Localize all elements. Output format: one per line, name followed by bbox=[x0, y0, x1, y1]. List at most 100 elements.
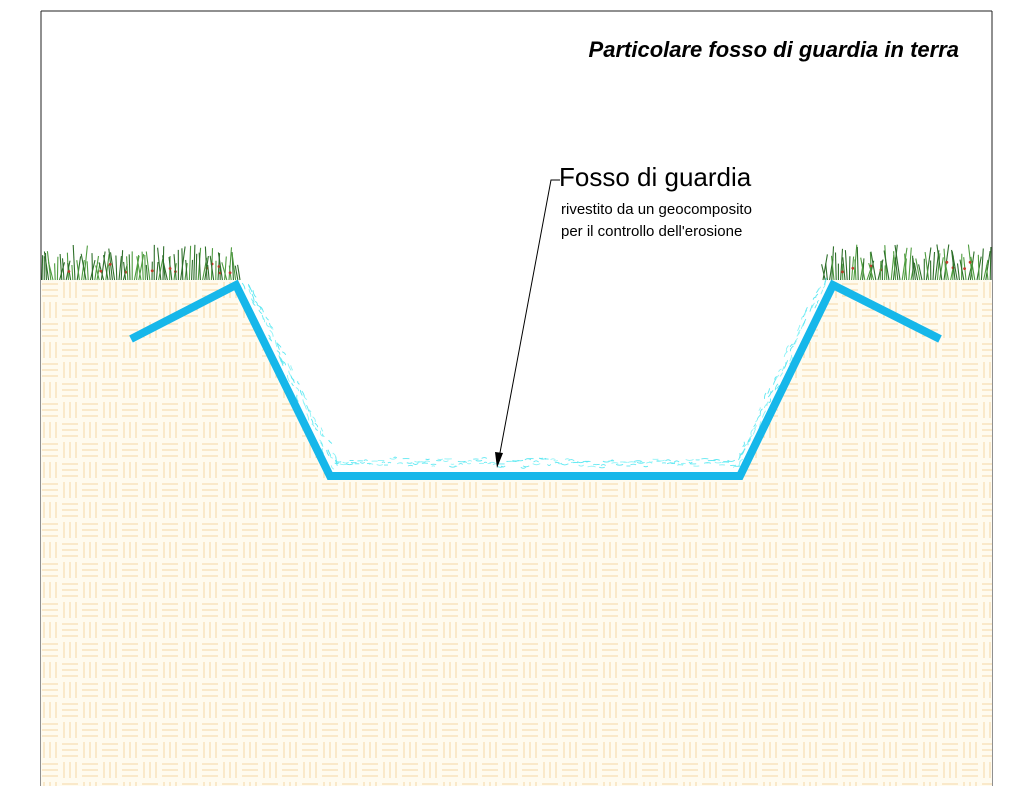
geocomposite-fiber bbox=[258, 309, 263, 314]
geocomposite-fiber bbox=[768, 398, 772, 404]
geocomposite-fiber bbox=[282, 360, 286, 366]
geocomposite-fiber bbox=[321, 448, 324, 454]
geocomposite-fiber bbox=[602, 460, 611, 463]
geocomposite-fiber bbox=[539, 457, 547, 460]
geocomposite-fiber bbox=[248, 289, 252, 295]
grass-flower bbox=[841, 270, 844, 274]
geocomposite-fiber bbox=[822, 281, 826, 289]
geocomposite-fiber bbox=[303, 396, 308, 400]
grass-blade bbox=[144, 254, 146, 281]
geocomposite-fiber bbox=[564, 458, 570, 460]
geocomposite-fiber bbox=[802, 318, 807, 326]
geocomposite-fiber bbox=[767, 388, 770, 394]
geocomposite-fiber bbox=[319, 430, 323, 437]
geocomposite-fiber bbox=[568, 459, 575, 462]
grass-blade bbox=[956, 263, 960, 281]
geocomposite-fiber bbox=[259, 306, 264, 313]
geocomposite-fiber bbox=[669, 462, 676, 464]
grass-blade bbox=[91, 253, 94, 281]
geocomposite-fiber bbox=[287, 363, 292, 371]
geocomposite-fiber bbox=[584, 460, 590, 463]
grass-blade bbox=[145, 251, 151, 281]
grass-blade bbox=[228, 247, 233, 281]
grass-flower bbox=[968, 260, 972, 264]
geocomposite-fiber bbox=[781, 366, 785, 372]
geocomposite-fiber bbox=[795, 337, 798, 343]
grass-blade bbox=[138, 253, 145, 281]
grass-blade bbox=[95, 265, 100, 281]
grass-blade bbox=[870, 251, 877, 281]
grass-blade bbox=[136, 255, 140, 281]
grass-blade bbox=[41, 255, 44, 281]
geocomposite-fiber bbox=[634, 460, 642, 462]
grass-blade bbox=[821, 264, 826, 281]
grass-blade bbox=[162, 255, 166, 281]
geocomposite-fiber bbox=[252, 290, 257, 298]
geocomposite-fiber bbox=[311, 423, 315, 427]
geocomposite-fiber bbox=[656, 459, 665, 462]
grass-blade bbox=[118, 256, 122, 281]
geocomposite-fiber bbox=[241, 282, 246, 290]
grass-blade bbox=[128, 254, 131, 281]
callout-arrowhead bbox=[495, 452, 503, 468]
geocomposite-fiber bbox=[511, 460, 519, 462]
geocomposite-fiber bbox=[665, 459, 671, 462]
geocomposite-fiber bbox=[297, 380, 300, 385]
grass-blade bbox=[840, 248, 844, 281]
geocomposite-fiber bbox=[550, 458, 556, 460]
geocomposite-fiber bbox=[576, 461, 585, 464]
grass-blade bbox=[989, 246, 992, 281]
geocomposite-fiber bbox=[342, 461, 349, 464]
grass-blade bbox=[44, 252, 47, 281]
geocomposite-fiber bbox=[749, 435, 753, 439]
grass-blade bbox=[959, 259, 965, 281]
geocomposite-fiber bbox=[500, 465, 506, 468]
geocomposite-fiber bbox=[387, 461, 392, 464]
geocomposite-fiber bbox=[809, 304, 813, 312]
grass-blade bbox=[860, 257, 866, 281]
grass-blade bbox=[893, 251, 897, 281]
grass-blade bbox=[944, 263, 949, 281]
grass-blade bbox=[231, 252, 237, 281]
geocomposite-fiber bbox=[755, 419, 759, 423]
geocomposite-fiber bbox=[290, 365, 294, 371]
geocomposite-fiber bbox=[752, 428, 757, 435]
geocomposite-fiber bbox=[713, 459, 721, 461]
grass-blade bbox=[918, 264, 923, 281]
geocomposite-fiber bbox=[790, 345, 794, 352]
geocomposite-fiber bbox=[481, 457, 488, 459]
grass-blade bbox=[72, 244, 76, 281]
grass-blade bbox=[924, 252, 930, 281]
grass-blade bbox=[221, 262, 228, 281]
geocomposite-fiber bbox=[649, 461, 653, 463]
callout-heading: Fosso di guardia bbox=[559, 162, 752, 192]
geocomposite-fiber bbox=[785, 345, 789, 353]
grass-blade bbox=[825, 263, 828, 281]
geocomposite-fiber bbox=[276, 342, 280, 350]
geocomposite-fiber bbox=[753, 423, 756, 428]
geocomposite-fiber bbox=[823, 277, 827, 286]
grass-blade bbox=[936, 244, 943, 281]
geocomposite-fiber bbox=[269, 324, 274, 330]
grass-blade bbox=[157, 247, 162, 281]
grass-blade bbox=[848, 256, 851, 281]
geocomposite-fiber bbox=[467, 460, 472, 462]
geocomposite-fiber bbox=[758, 407, 761, 411]
geocomposite-fiber bbox=[286, 374, 290, 383]
callout-line-2: per il controllo dell'erosione bbox=[561, 223, 742, 240]
geocomposite-fiber bbox=[733, 464, 736, 469]
geocomposite-fiber bbox=[376, 464, 384, 466]
grass-flower bbox=[168, 267, 172, 270]
grass-blade bbox=[181, 248, 184, 281]
grass-flower bbox=[945, 260, 949, 264]
geocomposite-fiber bbox=[437, 458, 443, 461]
grass-flower bbox=[67, 270, 71, 273]
grass-blade bbox=[59, 253, 63, 281]
geocomposite-fiber bbox=[759, 408, 763, 415]
geocomposite-fiber bbox=[598, 466, 606, 469]
grass-blade bbox=[207, 264, 210, 281]
geocomposite-fiber bbox=[560, 463, 569, 466]
grass-blade bbox=[80, 253, 87, 281]
geocomposite-fiber bbox=[703, 462, 712, 464]
geocomposite-fiber bbox=[804, 307, 808, 312]
